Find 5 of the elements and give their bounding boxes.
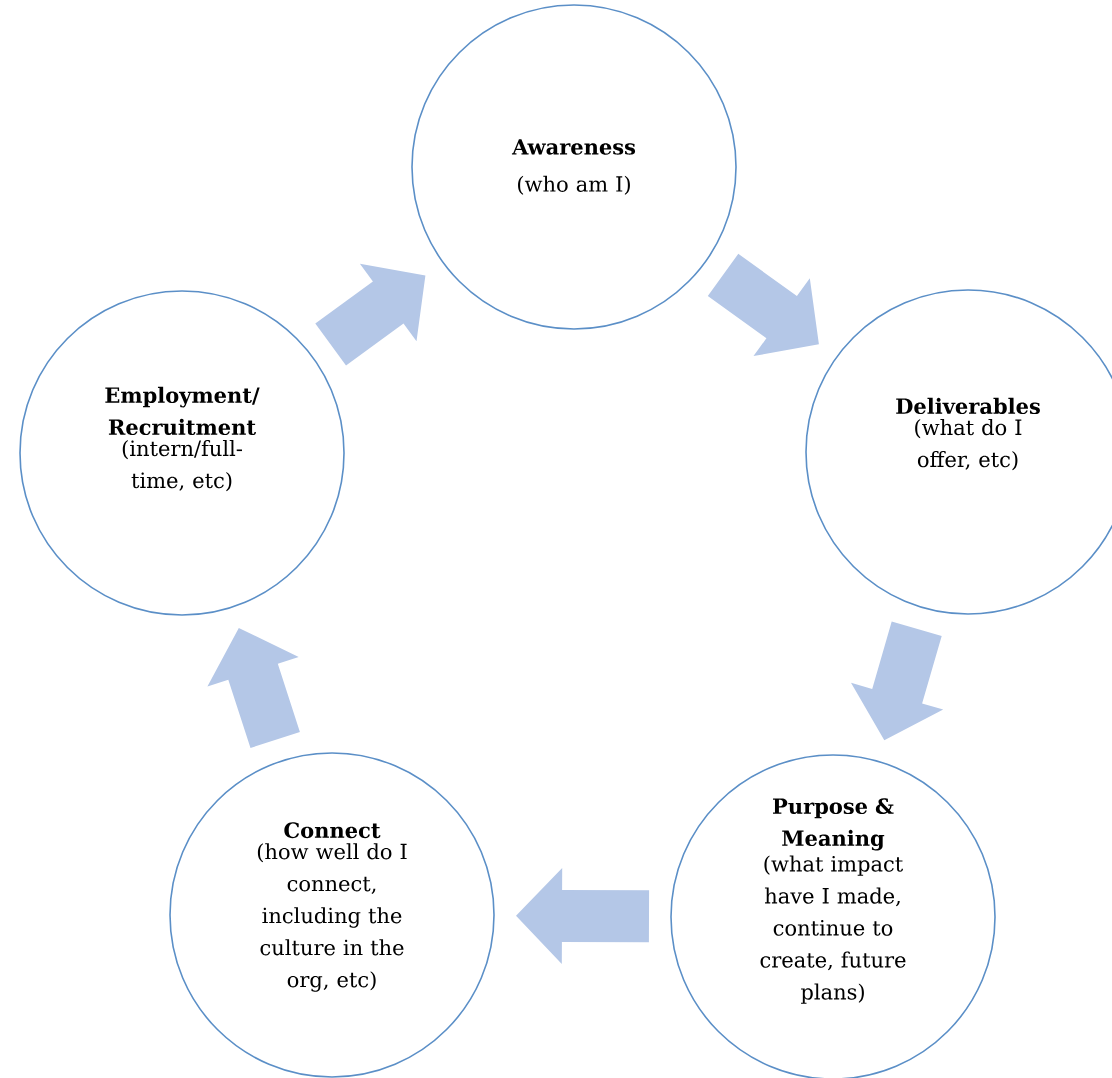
- block-arrow: [707, 253, 819, 357]
- block-arrow: [315, 263, 426, 366]
- block-arrow: [207, 628, 300, 748]
- block-arrow: [851, 621, 944, 741]
- block-arrow: [516, 867, 650, 964]
